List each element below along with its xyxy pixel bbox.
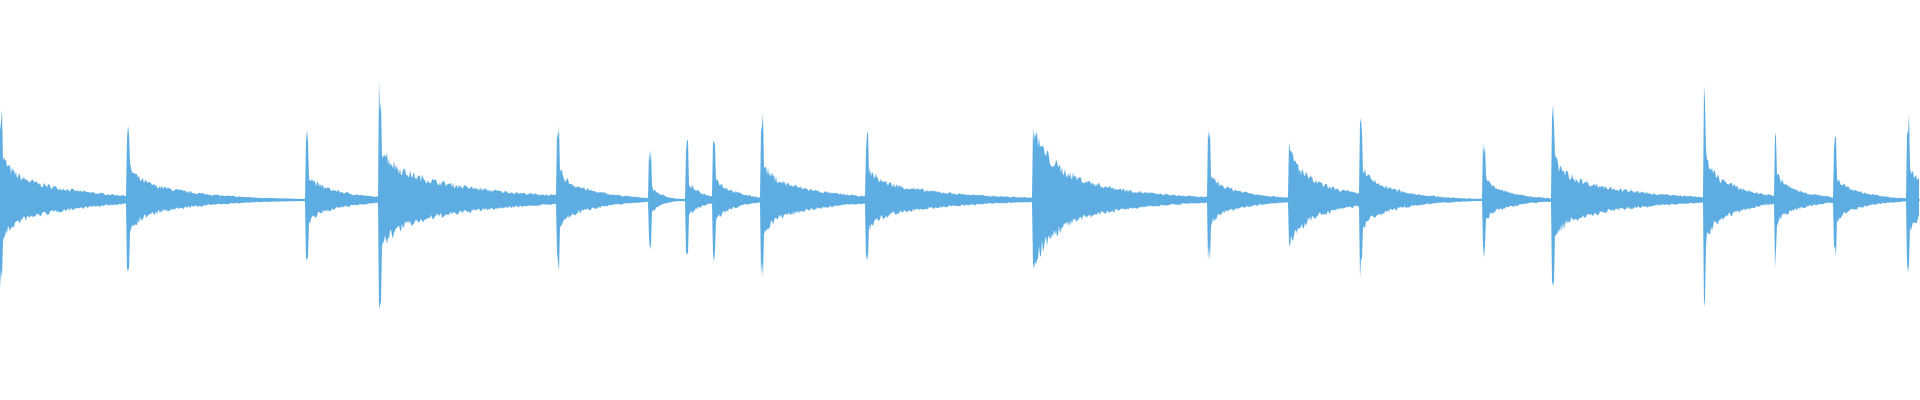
waveform-envelope [0, 80, 1919, 310]
